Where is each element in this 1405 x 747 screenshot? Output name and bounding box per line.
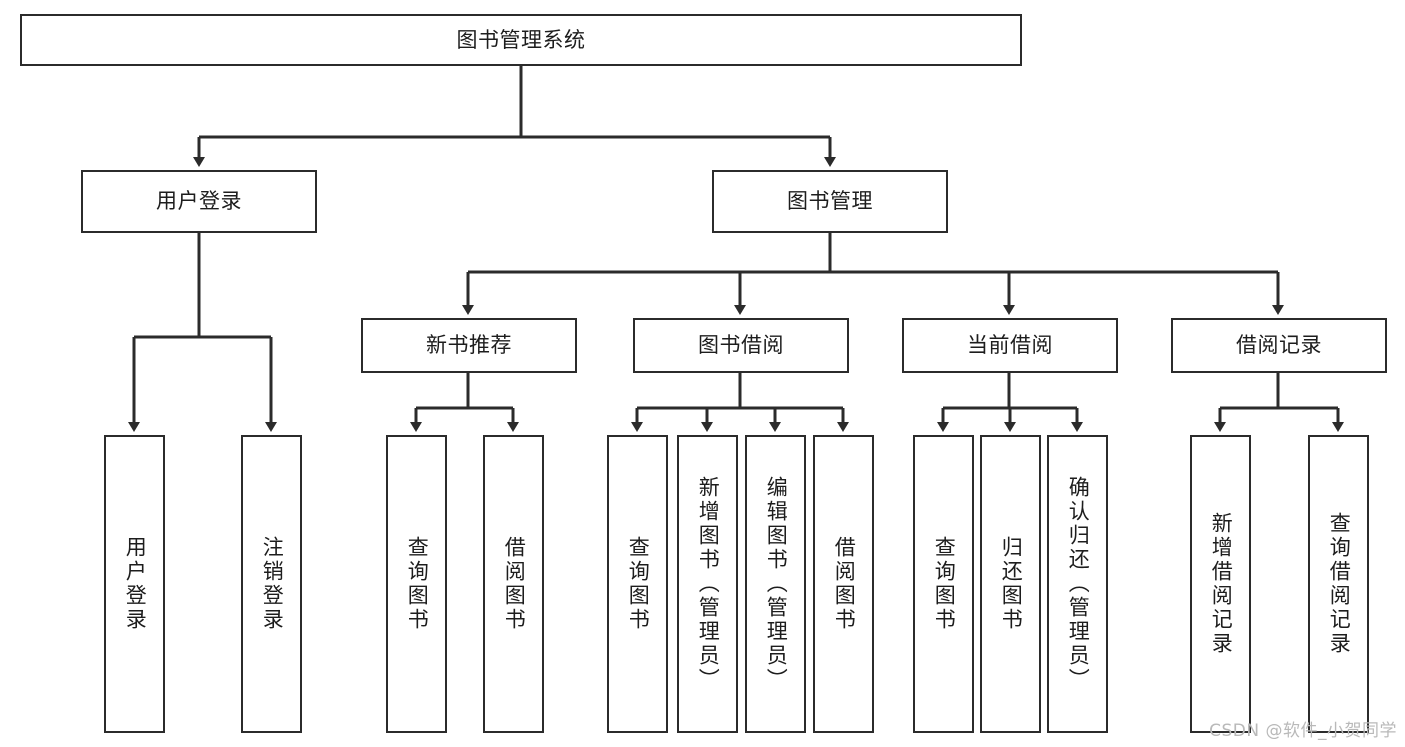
node-leaf-add-borrow-record-label: 新增借阅记录 [1209,512,1234,656]
node-leaf-return-book-label: 归还图书 [999,536,1024,632]
node-leaf-query-book-borrow-label: 查询图书 [626,536,651,632]
node-book-manage[interactable]: 图书管理 [712,170,948,233]
node-leaf-query-book-borrow[interactable]: 查询图书 [607,435,668,733]
node-new-book-recommend[interactable]: 新书推荐 [361,318,577,373]
node-leaf-confirm-return-admin[interactable]: 确认归还（管理员） [1047,435,1108,733]
node-leaf-user-login[interactable]: 用户登录 [104,435,165,733]
node-root[interactable]: 图书管理系统 [20,14,1022,66]
node-leaf-edit-book-admin-label: 编辑图书（管理员） [764,476,789,692]
node-leaf-query-book-recommend[interactable]: 查询图书 [386,435,447,733]
node-leaf-query-book-current-label: 查询图书 [932,536,957,632]
node-leaf-borrow-book-recommend-label: 借阅图书 [502,536,527,632]
node-leaf-user-logout[interactable]: 注销登录 [241,435,302,733]
node-book-manage-label: 图书管理 [787,189,873,214]
node-leaf-user-logout-label: 注销登录 [260,536,285,632]
node-leaf-add-borrow-record[interactable]: 新增借阅记录 [1190,435,1251,733]
node-borrow-record-label: 借阅记录 [1236,333,1322,358]
node-leaf-query-book-current[interactable]: 查询图书 [913,435,974,733]
node-leaf-confirm-return-admin-label: 确认归还（管理员） [1066,476,1091,692]
node-leaf-add-book-admin-label: 新增图书（管理员） [696,476,721,692]
node-book-borrow-label: 图书借阅 [698,333,784,358]
node-borrow-record[interactable]: 借阅记录 [1171,318,1387,373]
node-current-borrow-label: 当前借阅 [967,333,1053,358]
node-leaf-borrow-book-label: 借阅图书 [832,536,857,632]
node-current-borrow[interactable]: 当前借阅 [902,318,1118,373]
node-leaf-return-book[interactable]: 归还图书 [980,435,1041,733]
csdn-watermark: CSDN @软件_小贺同学 [1209,721,1397,741]
node-leaf-borrow-book-recommend[interactable]: 借阅图书 [483,435,544,733]
node-leaf-query-borrow-record-label: 查询借阅记录 [1327,512,1352,656]
node-book-borrow[interactable]: 图书借阅 [633,318,849,373]
node-leaf-edit-book-admin[interactable]: 编辑图书（管理员） [745,435,806,733]
node-leaf-borrow-book[interactable]: 借阅图书 [813,435,874,733]
node-leaf-query-borrow-record[interactable]: 查询借阅记录 [1308,435,1369,733]
node-user-login[interactable]: 用户登录 [81,170,317,233]
node-new-book-recommend-label: 新书推荐 [426,333,512,358]
node-leaf-user-login-label: 用户登录 [123,536,148,632]
node-leaf-query-book-recommend-label: 查询图书 [405,536,430,632]
node-leaf-add-book-admin[interactable]: 新增图书（管理员） [677,435,738,733]
node-root-label: 图书管理系统 [456,27,586,52]
node-user-login-label: 用户登录 [156,189,242,214]
